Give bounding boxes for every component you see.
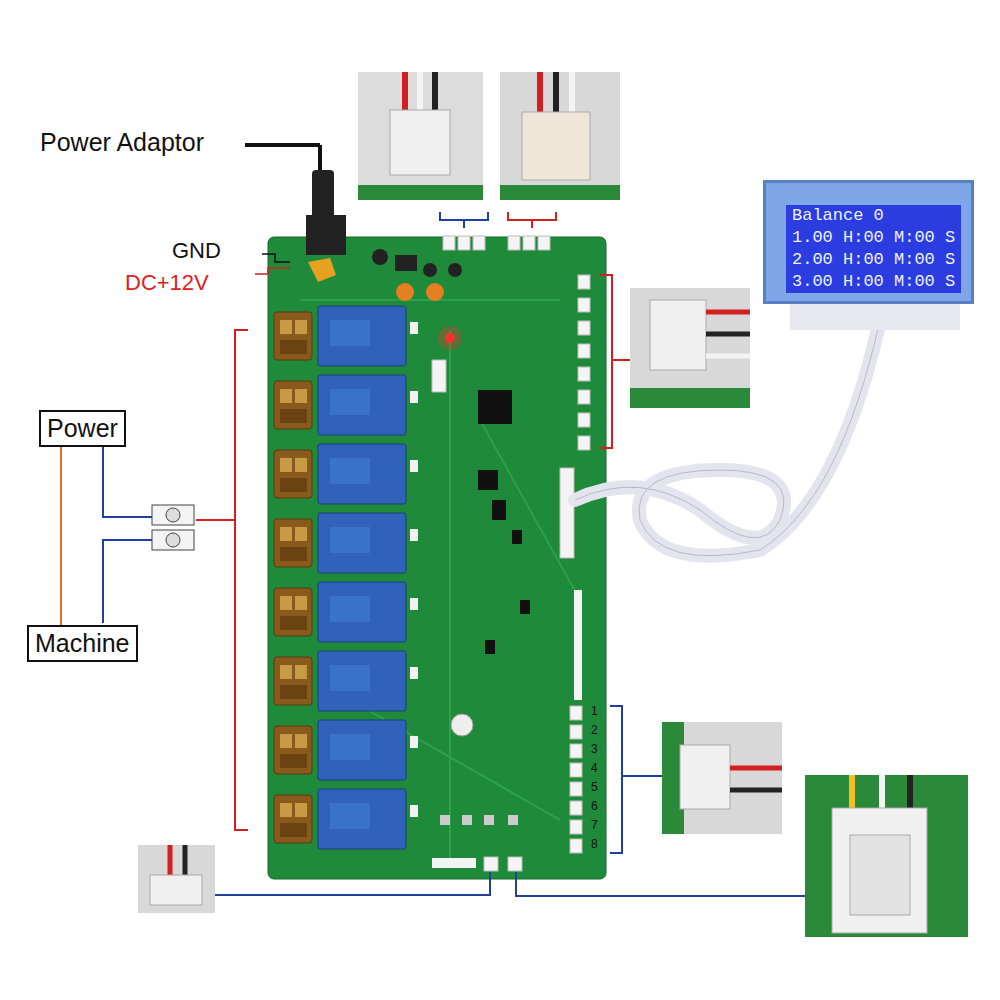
pin-name: GND	[172, 238, 221, 264]
callout-number: 7	[591, 818, 598, 832]
callout-number: 2	[591, 723, 598, 737]
pcb	[268, 237, 606, 879]
lcd-screen: Balance 01.00 H:00 M:00 S2.00 H:00 M:00 …	[763, 180, 974, 304]
lcd-line: 2.00 H:00 M:00 S	[786, 249, 961, 271]
connector-photo	[138, 845, 215, 913]
callout-number: 5	[591, 780, 598, 794]
connector-photo	[358, 72, 483, 200]
connector-photo	[662, 722, 782, 834]
connector-photo	[630, 288, 750, 408]
terminal-symbol	[152, 505, 194, 550]
lcd-line: 3.00 H:00 M:00 S	[786, 271, 961, 293]
callout-number: 3	[591, 742, 598, 756]
callout-number: 4	[591, 761, 598, 775]
connector-photo	[805, 775, 968, 937]
power-box: Power	[39, 410, 126, 447]
lcd-line: Balance 0	[786, 205, 961, 227]
callout-number: 8	[591, 837, 598, 851]
wire-connector	[60, 447, 62, 625]
connector-photo	[500, 72, 620, 200]
ribbon-cable	[575, 320, 880, 556]
box-label: Machine	[35, 629, 130, 657]
callout-number: 1	[591, 704, 598, 718]
part-name: Power Adaptor	[40, 128, 204, 157]
machine-box: Machine	[27, 625, 138, 662]
callout-number: 6	[591, 799, 598, 813]
lcd-line: 1.00 H:00 M:00 S	[786, 227, 961, 249]
box-label: Power	[47, 414, 118, 442]
pin-name: DC+12V	[125, 270, 209, 296]
